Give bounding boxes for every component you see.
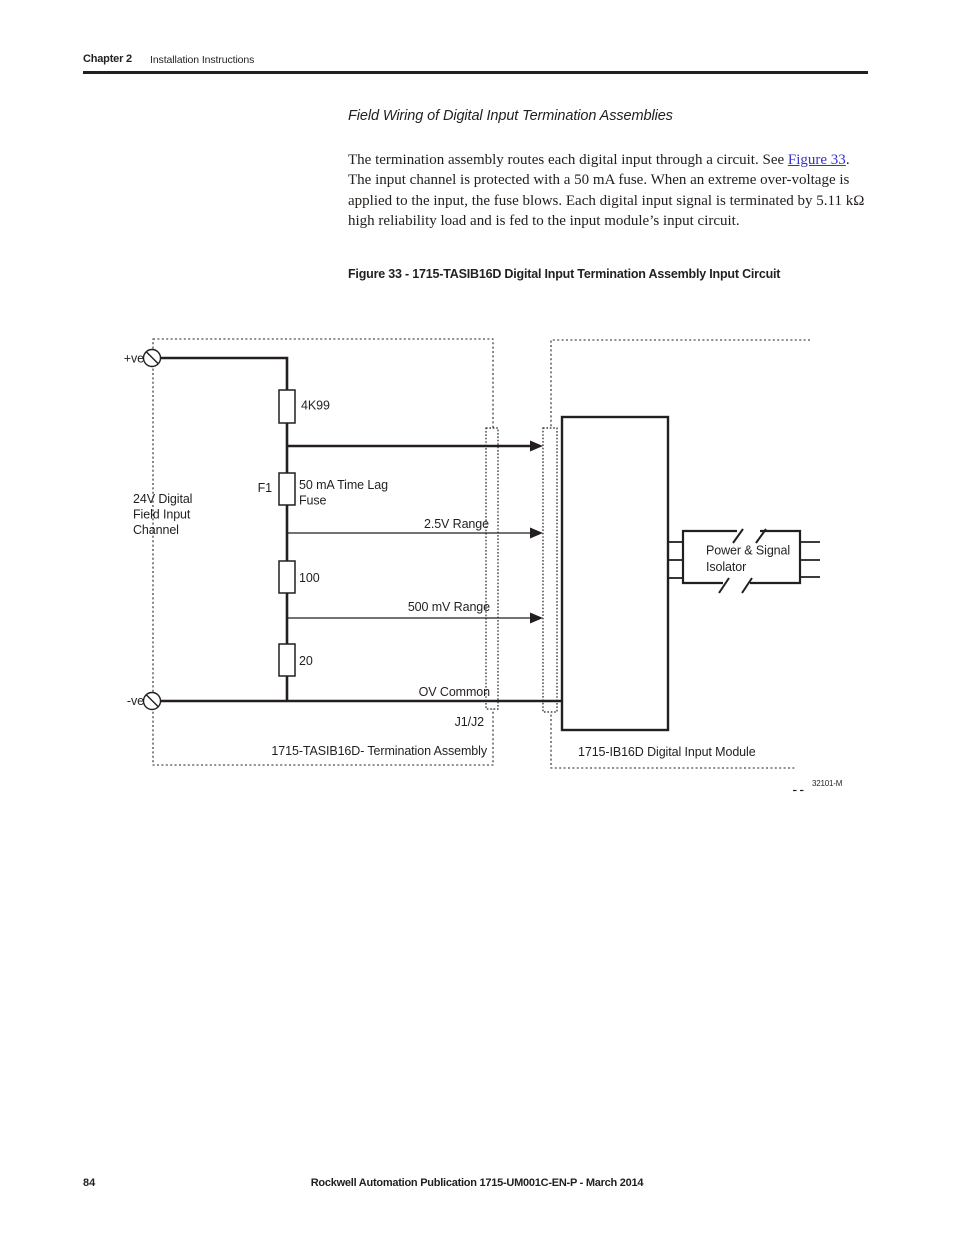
input-signal-arrowhead bbox=[530, 440, 543, 452]
termination-assembly-label: 1715-TASIB16D- Termination Assembly bbox=[271, 744, 487, 758]
negative-terminal-icon bbox=[142, 691, 162, 711]
header-chapter-label: Chapter 2 bbox=[83, 53, 132, 65]
isolator-label-line1: Power & Signal bbox=[706, 544, 790, 558]
header-section-label: Installation Instructions bbox=[150, 53, 255, 66]
range-2v5-label: 2.5V Range bbox=[424, 517, 489, 531]
connector-j1j2-right bbox=[542, 427, 558, 713]
input-module-label: 1715-IB16D Digital Input Module bbox=[578, 745, 756, 759]
connector-j1j2-left bbox=[485, 427, 499, 710]
field-input-label-line2: Field Input bbox=[133, 508, 191, 522]
positive-wire bbox=[161, 356, 289, 390]
input-module-inner-box bbox=[560, 415, 670, 732]
resistor-4k99 bbox=[278, 389, 296, 424]
resistor-100 bbox=[278, 560, 296, 594]
negative-terminal-label: -ve bbox=[127, 694, 144, 708]
positive-terminal-label: +ve bbox=[124, 352, 144, 366]
fuse-desc-line2: Fuse bbox=[299, 494, 327, 508]
fuse-ref-label: F1 bbox=[258, 481, 273, 495]
range-500mv-label: 500 mV Range bbox=[408, 600, 490, 614]
section-heading: Field Wiring of Digital Input Terminatio… bbox=[348, 108, 673, 124]
figure-caption: Figure 33 - 1715-TASIB16D Digital Input … bbox=[348, 267, 781, 281]
resistor-100-label: 100 bbox=[299, 571, 320, 585]
resistor-20 bbox=[278, 643, 296, 677]
isolator-left-stubs bbox=[668, 541, 683, 579]
field-input-label-line1: 24V Digital bbox=[133, 492, 192, 506]
range-2v5-arrowhead bbox=[530, 527, 543, 539]
resistor-20-label: 20 bbox=[299, 654, 313, 668]
paragraph-text-before-link: The termination assembly routes each dig… bbox=[348, 152, 788, 168]
footer-page-number: 84 bbox=[83, 1177, 96, 1189]
body-paragraph: The termination assembly routes each dig… bbox=[348, 150, 869, 232]
input-module-dashed-box bbox=[550, 339, 810, 769]
isolator-label-line2: Isolator bbox=[706, 560, 746, 574]
footer-publication: Rockwell Automation Publication 1715-UM0… bbox=[310, 1177, 644, 1189]
fuse-f1 bbox=[278, 472, 296, 506]
ov-common-label: OV Common bbox=[419, 685, 490, 699]
range-500mv-arrowhead bbox=[530, 612, 543, 624]
figure-33-circuit-diagram: +ve -ve 4K99 F1 50 mA Time Lag Fuse 24V … bbox=[124, 338, 843, 792]
isolator-right-stubs bbox=[800, 541, 820, 578]
field-input-label-line3: Channel bbox=[133, 523, 179, 537]
drawing-number-label: 32101-M bbox=[812, 779, 843, 788]
positive-terminal-icon bbox=[142, 348, 162, 368]
paragraph-text-after-link: . The input channel is protected with a … bbox=[348, 152, 865, 230]
connector-j1j2-label: J1/J2 bbox=[455, 715, 485, 729]
power-signal-isolator-box bbox=[681, 528, 802, 594]
resistor-4k99-label: 4K99 bbox=[301, 399, 330, 413]
fuse-desc-line1: 50 mA Time Lag bbox=[299, 478, 388, 492]
figure-33-link[interactable]: Figure 33 bbox=[787, 152, 846, 168]
header-rule bbox=[83, 71, 868, 74]
